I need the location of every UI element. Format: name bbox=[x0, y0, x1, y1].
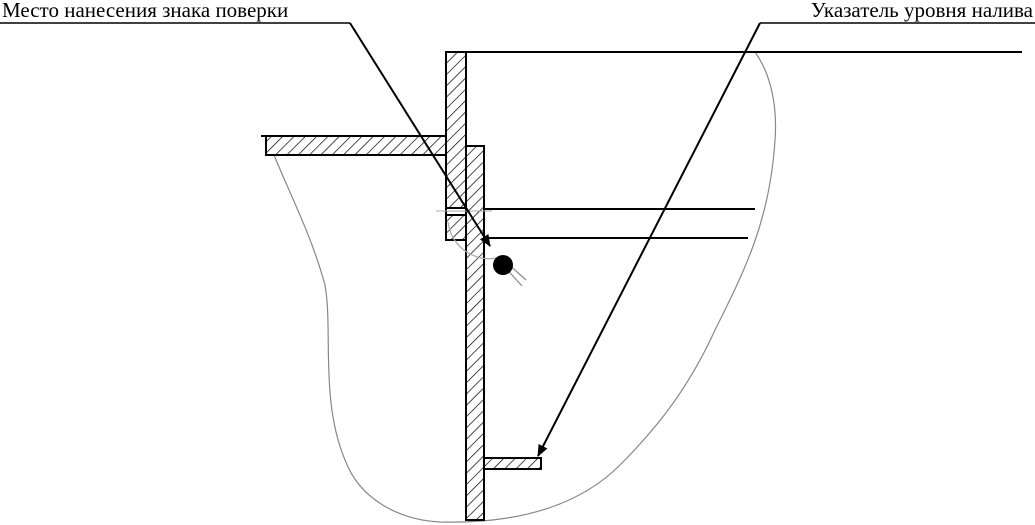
vertical-wall bbox=[465, 145, 485, 521]
label-fill-level-indicator: Указатель уровня налива bbox=[811, 0, 1034, 22]
upper-vertical-flange bbox=[445, 51, 467, 209]
verification-seal-dot bbox=[493, 255, 513, 275]
level-indicator-plate bbox=[483, 457, 542, 470]
leader-fill-level bbox=[537, 22, 761, 457]
vessel-break-outline bbox=[267, 51, 777, 523]
label-verification-mark-place: Место нанесения знака поверки bbox=[2, 0, 288, 22]
top-horizontal-plate bbox=[265, 135, 449, 156]
leader-verification-mark bbox=[349, 22, 491, 247]
seal-thread-arc bbox=[447, 221, 497, 260]
